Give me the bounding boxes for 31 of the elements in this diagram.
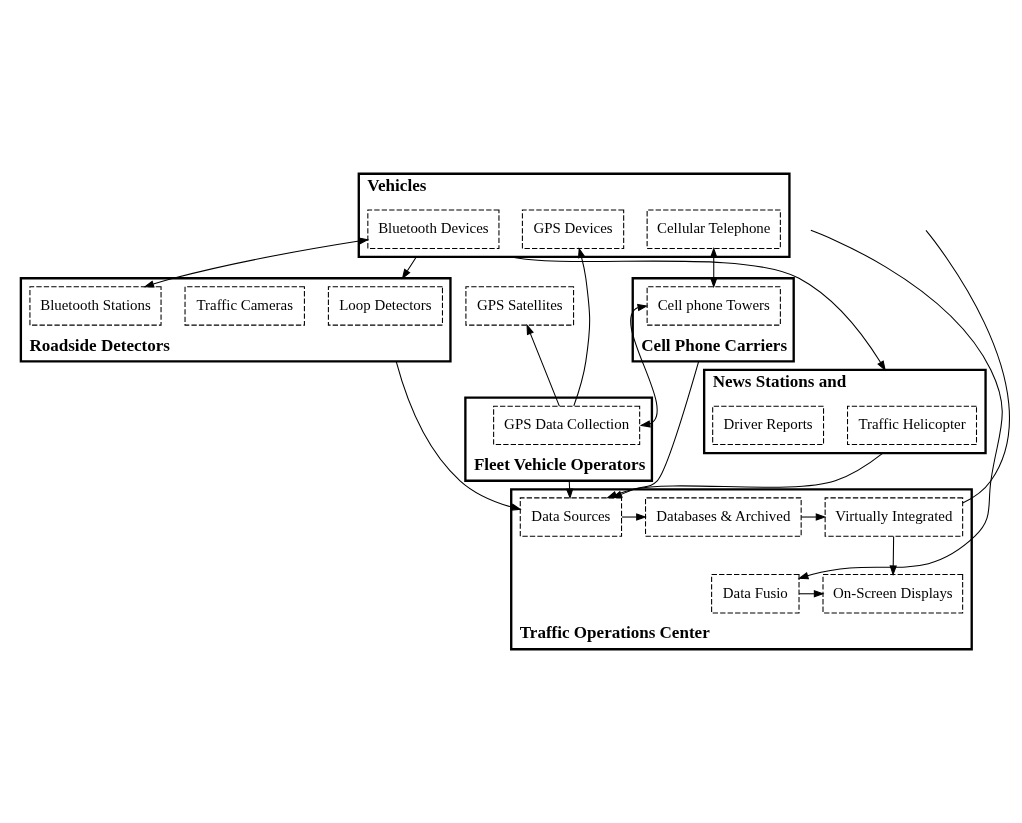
arrow xyxy=(621,513,647,521)
arrow xyxy=(526,323,560,407)
node-box: Traffic Cameras xyxy=(184,286,305,326)
node-box: Data Fusio xyxy=(711,574,800,614)
node-box: GPS Devices xyxy=(521,209,625,249)
node-box: On-Screen Displays xyxy=(822,574,964,614)
connector xyxy=(925,229,1010,504)
arrow xyxy=(510,256,886,372)
node-box: Loop Detectors xyxy=(327,286,443,326)
arrow xyxy=(800,513,827,521)
node-box: GPS Satellites xyxy=(465,286,575,326)
node-box: Cell phone Towers xyxy=(646,286,781,326)
arrow xyxy=(630,303,658,428)
node-box: Bluetooth Devices xyxy=(367,209,500,249)
arrow xyxy=(798,590,825,598)
node-box: Data Sources xyxy=(519,497,623,537)
arrow xyxy=(143,237,370,288)
arrow xyxy=(889,536,897,577)
node-box: Virtually Integrated xyxy=(824,497,964,537)
node-box: Bluetooth Stations xyxy=(29,286,162,326)
arrow xyxy=(797,229,1003,580)
node-box: Traffic Helicopter xyxy=(847,405,978,446)
arrow xyxy=(573,247,591,407)
node-box: Cellular Telephone xyxy=(646,209,781,249)
node-box: GPS Data Collection xyxy=(493,405,641,446)
arrow xyxy=(395,360,522,511)
node-box: Databases & Archived xyxy=(645,497,802,537)
node-box: Driver Reports xyxy=(712,405,825,446)
arrow xyxy=(710,247,718,289)
arrow xyxy=(611,360,700,499)
arrow xyxy=(401,256,417,280)
